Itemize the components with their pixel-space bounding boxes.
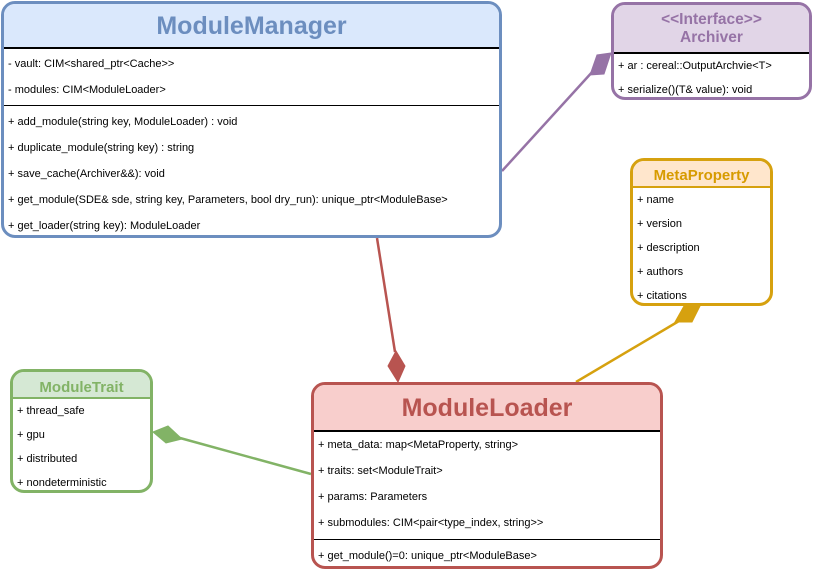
operation: + save_cache(Archiver&&): void: [8, 168, 165, 180]
class-stereotype: <<Interface>>: [661, 11, 762, 29]
class-header: ModuleTrait: [13, 372, 150, 399]
attribute: + params: Parameters: [318, 491, 428, 503]
class-title: MetaProperty: [653, 167, 750, 185]
attribute: + nondeterministic: [17, 477, 107, 489]
attribute: + traits: set<ModuleTrait>: [318, 465, 443, 477]
composition-diamond-metaproperty: [674, 305, 701, 323]
attribute-list: + meta_data: map<MetaProperty, string> +…: [314, 432, 660, 539]
edge-metaproperty-loader: [575, 319, 680, 384]
edge-manager-loader: [375, 237, 397, 353]
attribute: + version: [637, 218, 682, 230]
divider: [4, 105, 499, 106]
attribute: + serialize()(T& value): void: [618, 84, 753, 96]
attribute: + ar : cereal::OutputArchvie<T>: [618, 60, 772, 72]
class-title: ModuleManager: [156, 11, 347, 40]
class-header: ModuleLoader: [314, 385, 660, 432]
attribute: + distributed: [17, 453, 78, 465]
attribute: + description: [637, 242, 700, 254]
attribute: - modules: CIM<ModuleLoader>: [8, 84, 166, 96]
composition-diamond-archiver: [589, 52, 612, 76]
class-module-loader[interactable]: ModuleLoader + meta_data: map<MetaProper…: [311, 382, 663, 569]
attribute: + submodules: CIM<pair<type_index, strin…: [318, 517, 544, 529]
class-meta-property[interactable]: MetaProperty + name + version + descript…: [630, 158, 773, 306]
class-title: ModuleLoader: [401, 393, 573, 422]
attribute: + name: [637, 194, 674, 206]
class-header: MetaProperty: [633, 161, 770, 188]
class-module-manager[interactable]: ModuleManager - vault: CIM<shared_ptr<Ca…: [1, 1, 502, 238]
attribute: + meta_data: map<MetaProperty, string>: [318, 439, 519, 451]
attribute-list: - vault: CIM<shared_ptr<Cache>> - module…: [4, 49, 499, 105]
operation: + duplicate_module(string key) : string: [8, 142, 195, 154]
class-archiver[interactable]: <<Interface>> Archiver + ar : cereal::Ou…: [611, 2, 812, 100]
operation-list: + get_module()=0: unique_ptr<ModuleBase>: [314, 540, 660, 566]
attribute: + citations: [637, 290, 687, 302]
operation: + get_module(SDE& sde, string key, Param…: [8, 194, 448, 206]
divider: [314, 539, 660, 540]
composition-diamond-trait: [152, 425, 184, 444]
class-header: <<Interface>> Archiver: [614, 5, 809, 54]
attribute: + authors: [637, 266, 684, 278]
edge-manager-archiver: [501, 69, 595, 172]
operation: + add_module(string key, ModuleLoader) :…: [8, 116, 238, 128]
operation: + get_loader(string key): ModuleLoader: [8, 220, 201, 232]
class-title: Archiver: [680, 28, 743, 46]
operation: + get_module()=0: unique_ptr<ModuleBase>: [318, 550, 537, 562]
operation-list: + add_module(string key, ModuleLoader) :…: [4, 106, 499, 235]
composition-diamond-loader: [387, 349, 406, 384]
attribute: + gpu: [17, 429, 45, 441]
class-title: ModuleTrait: [39, 379, 124, 397]
edge-trait-loader: [179, 436, 312, 476]
class-module-trait[interactable]: ModuleTrait + thread_safe + gpu + distri…: [10, 369, 153, 493]
attribute: - vault: CIM<shared_ptr<Cache>>: [8, 58, 175, 70]
class-header: ModuleManager: [4, 4, 499, 49]
attribute: + thread_safe: [17, 405, 85, 417]
